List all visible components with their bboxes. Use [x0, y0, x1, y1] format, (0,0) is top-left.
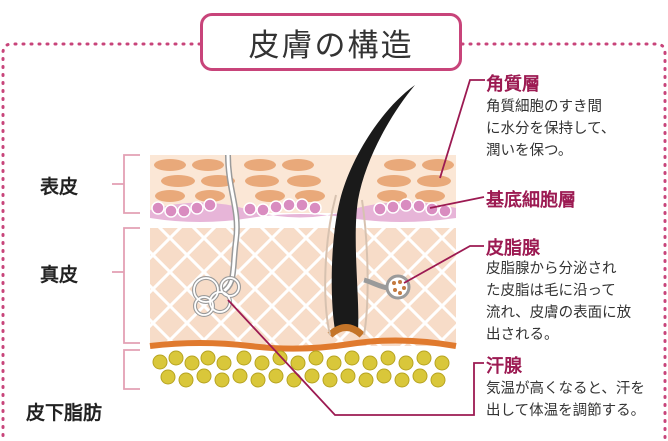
label-epidermis: 表皮: [40, 172, 78, 199]
title-box: 皮膚の構造: [200, 13, 462, 71]
heading-stratum-corneum: 角質層: [486, 70, 540, 96]
heading-sweat-gland: 汗腺: [486, 352, 522, 378]
label-dermis: 真皮: [40, 260, 78, 287]
text-stratum-corneum: 角質細胞のすき間 に水分を保持して、 潤いを保つ。: [486, 96, 615, 162]
fat-cells: [153, 351, 449, 387]
text-sebaceous-gland: 皮脂腺から分泌され た皮脂は毛に沿って 流れ、皮膚の表面に放 出される。: [486, 258, 631, 346]
heading-basal-layer: 基底細胞層: [486, 186, 576, 212]
heading-sebaceous-gland: 皮脂腺: [486, 234, 540, 260]
page-title: 皮膚の構造: [249, 20, 414, 65]
left-brackets: [112, 155, 140, 389]
text-sweat-gland: 気温が高くなると、汗を 出して体温を調節する。: [486, 378, 645, 422]
label-subcutis: 皮下脂肪: [26, 398, 102, 425]
